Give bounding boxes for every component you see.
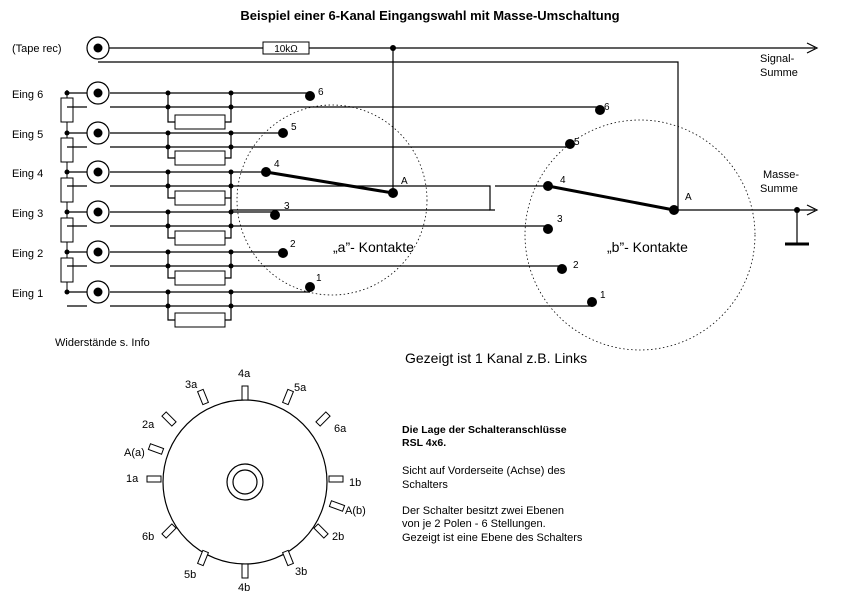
signal-label-1: Signal-: [760, 53, 795, 65]
switch-a-circle: [236, 104, 428, 296]
page-title: Beispiel einer 6-Kanal Eingangswahl mit …: [240, 8, 619, 23]
pin-3a: 3a: [185, 379, 198, 391]
gezeigt-label: Gezeigt ist 1 Kanal z.B. Links: [405, 350, 587, 366]
info-heading-1: Die Lage der Schalteranschlüsse: [402, 424, 567, 436]
pin-aa: A(a): [124, 447, 145, 459]
input-label-2: Eing 2: [12, 248, 43, 260]
signal-label-2: Summe: [760, 67, 798, 79]
channel-resistors: [174, 114, 226, 328]
b-contact-3: 3: [557, 214, 563, 225]
a-contact-4: 4: [274, 159, 280, 170]
pin-2b: 2b: [332, 531, 344, 543]
switch-b-wiper: [547, 184, 675, 212]
masse-label-2: Summe: [760, 183, 798, 195]
jack-6: [86, 81, 110, 105]
info-p2-line2: von je 2 Polen - 6 Stellungen.: [402, 518, 546, 530]
pin-6a: 6a: [334, 423, 347, 435]
signal-arrow: [806, 42, 819, 54]
masse-arrow: [806, 204, 819, 216]
a-contact-1: 1: [316, 273, 322, 284]
info-p2-line3: Gezeigt ist eine Ebene des Schalters: [402, 532, 583, 544]
switch-b-circle: [524, 119, 756, 351]
masse-label-1: Masse-: [763, 169, 799, 181]
b-wiper-label: A: [685, 192, 692, 203]
tape-ground-line: [98, 61, 679, 208]
jack-1: [86, 280, 110, 304]
pin-5a: 5a: [294, 382, 307, 394]
pin-4a: 4a: [238, 368, 251, 380]
switch-pins: [146, 385, 346, 579]
tape-rec-label: (Tape rec): [12, 43, 62, 55]
input-label-5: Eing 5: [12, 129, 43, 141]
info-p1-line1: Sicht auf Vorderseite (Achse) des: [402, 465, 566, 477]
jack-5: [86, 121, 110, 145]
pin-6b: 6b: [142, 531, 154, 543]
b-contact-2: 2: [573, 260, 579, 271]
jack-2: [86, 240, 110, 264]
widerstaende-note: Widerstände s. Info: [55, 337, 150, 349]
switch-body: [162, 399, 328, 565]
jack-3: [86, 200, 110, 224]
pin-3b: 3b: [295, 566, 307, 578]
input-label-3: Eing 3: [12, 208, 43, 220]
info-heading-2: RSL 4x6.: [402, 437, 446, 449]
ladder-resistors: [60, 97, 74, 283]
resistor-label: 10kΩ: [274, 44, 298, 55]
b-contact-4: 4: [560, 175, 566, 186]
resistor-10k: [262, 41, 310, 55]
a-wiper-label: A: [401, 176, 408, 187]
a-contact-5: 5: [291, 122, 297, 133]
a-contact-3: 3: [284, 201, 290, 212]
input-label-4: Eing 4: [12, 168, 43, 180]
junction-dots: [64, 90, 234, 309]
channel-wiring: [67, 92, 600, 321]
pin-1a: 1a: [126, 473, 139, 485]
jack-4: [86, 160, 110, 184]
input-label-6: Eing 6: [12, 89, 43, 101]
input-label-1: Eing 1: [12, 288, 43, 300]
pin-4b: 4b: [238, 582, 250, 594]
jack-tape: [86, 36, 110, 60]
b-contact-1: 1: [600, 290, 606, 301]
b-contact-5: 5: [574, 137, 580, 148]
pin-5b: 5b: [184, 569, 196, 581]
pin-2a: 2a: [142, 419, 155, 431]
switch-a-wiper: [265, 170, 394, 195]
b-kontakte-label: „b”- Kontakte: [607, 239, 688, 255]
a-contact-2: 2: [290, 239, 296, 250]
pin-ab: A(b): [345, 505, 366, 517]
b-contact-6: 6: [604, 102, 610, 113]
info-p1-line2: Schalters: [402, 479, 448, 491]
a-contact-6: 6: [318, 87, 324, 98]
pin-1b: 1b: [349, 477, 361, 489]
info-p2-line1: Der Schalter besitzt zwei Ebenen: [402, 505, 564, 517]
a-kontakte-label: „a”- Kontakte: [333, 239, 414, 255]
